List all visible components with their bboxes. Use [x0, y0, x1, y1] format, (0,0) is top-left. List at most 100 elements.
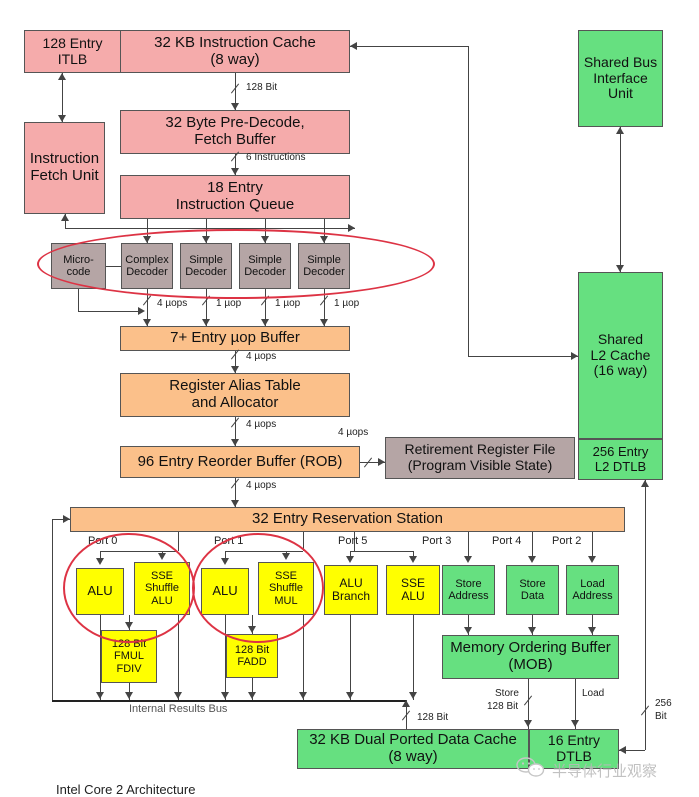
arrow-down-uopbuf-simple3 — [320, 319, 328, 326]
edge-microcode-right — [78, 311, 140, 312]
edge-simple2-uopbuf — [265, 289, 266, 326]
edge-ifu-decoderbus — [65, 214, 66, 228]
rrf-line2: (Program Visible State) — [407, 457, 553, 473]
edge-rs-port2 — [592, 532, 593, 561]
edge-simple3-uopbuf — [324, 289, 325, 326]
arrow-down-store-data — [528, 556, 536, 563]
edge-dcache-bus — [406, 700, 407, 729]
block-reservation-station: 32 Entry Reservation Station — [70, 507, 625, 532]
store-data-line1: Store — [519, 577, 546, 590]
fadd-line2: FADD — [237, 656, 267, 668]
block-l2-dtlb: 256 Entry L2 DTLB — [578, 439, 663, 480]
edge-alu0-bus — [100, 615, 101, 700]
block-fadd: 128 Bit FADD — [226, 634, 278, 678]
label-6-instructions: 6 Instructions — [246, 152, 306, 163]
block-register-alias-table: Register Alias Table and Allocator — [120, 373, 350, 417]
edge-fadd-bus — [252, 678, 253, 700]
iqueue-line1: 18 Entry — [207, 179, 263, 197]
ifu-line2: Fetch Unit — [30, 167, 99, 184]
block-memory-ordering-buffer: Memory Ordering Buffer (MOB) — [442, 635, 619, 679]
arrow-down-load-address — [588, 556, 596, 563]
edge-rs-port3 — [468, 532, 469, 561]
dtlb-line1: 16 Entry — [547, 732, 601, 749]
itlb-line2: ITLB — [57, 50, 88, 67]
arrow-down-ifu — [58, 115, 66, 122]
block-load-address: Load Address — [566, 565, 619, 615]
arrow-down-fmul-bus — [125, 692, 133, 699]
edge-rs-port4 — [532, 532, 533, 561]
sse-alu-line1: SSE — [400, 575, 425, 590]
label-4-uops-complex: 4 µops — [157, 298, 188, 309]
edge-sbiu-icache-h — [350, 46, 468, 47]
arrow-down-load-dtlb — [571, 720, 579, 727]
edge-icache-predecode — [235, 73, 236, 110]
arrow-down-rob — [231, 439, 239, 446]
arrow-left-dtlb — [619, 746, 626, 754]
wechat-icon — [516, 757, 546, 782]
arrow-down-alu1-bus — [221, 692, 229, 699]
block-itlb: 128 Entry ITLB — [24, 30, 121, 73]
fadd-line1: 128 Bit — [234, 643, 270, 656]
block-dtlb: 16 Entry DTLB — [529, 729, 619, 769]
block-l2-cache: Shared L2 Cache (16 way) — [578, 272, 663, 439]
sbiu-line1: Shared Bus — [583, 53, 658, 70]
icache-line2: (8 way) — [210, 50, 260, 68]
edge-storedata-mob — [532, 615, 533, 635]
dtlb-line2: DTLB — [556, 748, 592, 764]
edge-queue-complex — [147, 219, 148, 243]
edge-uopbuf-rat — [235, 351, 236, 373]
internal-results-bus — [52, 700, 407, 702]
highlight-ellipse-decoders — [37, 229, 435, 299]
block-shared-bus-interface-unit: Shared Bus Interface Unit — [578, 30, 663, 127]
arrow-down-mob-3 — [588, 627, 596, 634]
label-store: Store — [495, 688, 519, 699]
edge-sse0-bus — [178, 615, 179, 700]
label-1-uop-2: 1 µop — [275, 298, 301, 309]
edge-rat-rob — [235, 417, 236, 446]
block-reorder-buffer: 96 Entry Reorder Buffer (ROB) — [120, 446, 360, 478]
arrow-up-ifu-feedback — [61, 214, 69, 221]
edge-sbiu-icache-v — [468, 46, 469, 356]
ifu-line1: Instruction — [29, 150, 100, 168]
block-retirement-register-file: Retirement Register File (Program Visibl… — [385, 437, 575, 479]
predecode-line2: Fetch Buffer — [194, 131, 276, 148]
arrow-down-fadd-bus — [248, 692, 256, 699]
arrow-down-sse1-bus — [299, 692, 307, 699]
label-icache-width: 128 Bit — [246, 82, 278, 93]
rat-line2: and Allocator — [191, 394, 279, 411]
arrow-right-rrf — [378, 458, 385, 466]
label-1-uop-1: 1 µop — [216, 298, 242, 309]
load-address-line1: Load — [580, 577, 605, 590]
l2cache-line3: (16 way) — [593, 362, 648, 379]
load-address-line2: Address — [572, 590, 613, 602]
uop-buffer-label: 7+ Entry µop Buffer — [170, 329, 300, 347]
edge-rob-rs — [235, 478, 236, 507]
mob-line1: Memory Ordering Buffer — [450, 639, 611, 657]
arrow-down-uopbuf-simple2 — [261, 319, 269, 326]
rrf-line1: Retirement Register File — [404, 441, 556, 458]
block-alu-branch: ALU Branch — [324, 565, 378, 615]
edge-microcode-down — [78, 289, 79, 311]
arrow-right-l2-from-icache — [571, 352, 578, 360]
edge-sse1-bus — [303, 615, 304, 700]
edge-ssealu-bus — [413, 615, 414, 700]
arrow-down-mob-2 — [528, 627, 536, 634]
mob-line2: (MOB) — [508, 656, 553, 673]
arrow-right-rs-feedback — [63, 515, 70, 523]
arrow-down-alu0-bus — [96, 692, 104, 699]
arrow-up-dcache-bus — [402, 700, 410, 707]
arrow-right-queue-bus — [348, 224, 355, 232]
block-sse-alu: SSE ALU — [386, 565, 440, 615]
edge-itlb-ifu — [62, 73, 63, 122]
arrow-down-uopbuf-simple1 — [202, 319, 210, 326]
rat-line1: Register Alias Table — [169, 377, 301, 395]
l2cache-line1: Shared — [597, 330, 644, 347]
edge-simple1-uopbuf — [206, 289, 207, 326]
block-store-address: Store Address — [442, 565, 495, 615]
arrow-up-itlb — [58, 73, 66, 80]
sbiu-line2: Interface — [593, 69, 648, 86]
edge-port5-fanout — [350, 551, 413, 552]
edge-fmul-bus — [129, 683, 130, 700]
edge-predecode-queue — [235, 154, 236, 175]
arrow-down-sse0-bus — [174, 692, 182, 699]
